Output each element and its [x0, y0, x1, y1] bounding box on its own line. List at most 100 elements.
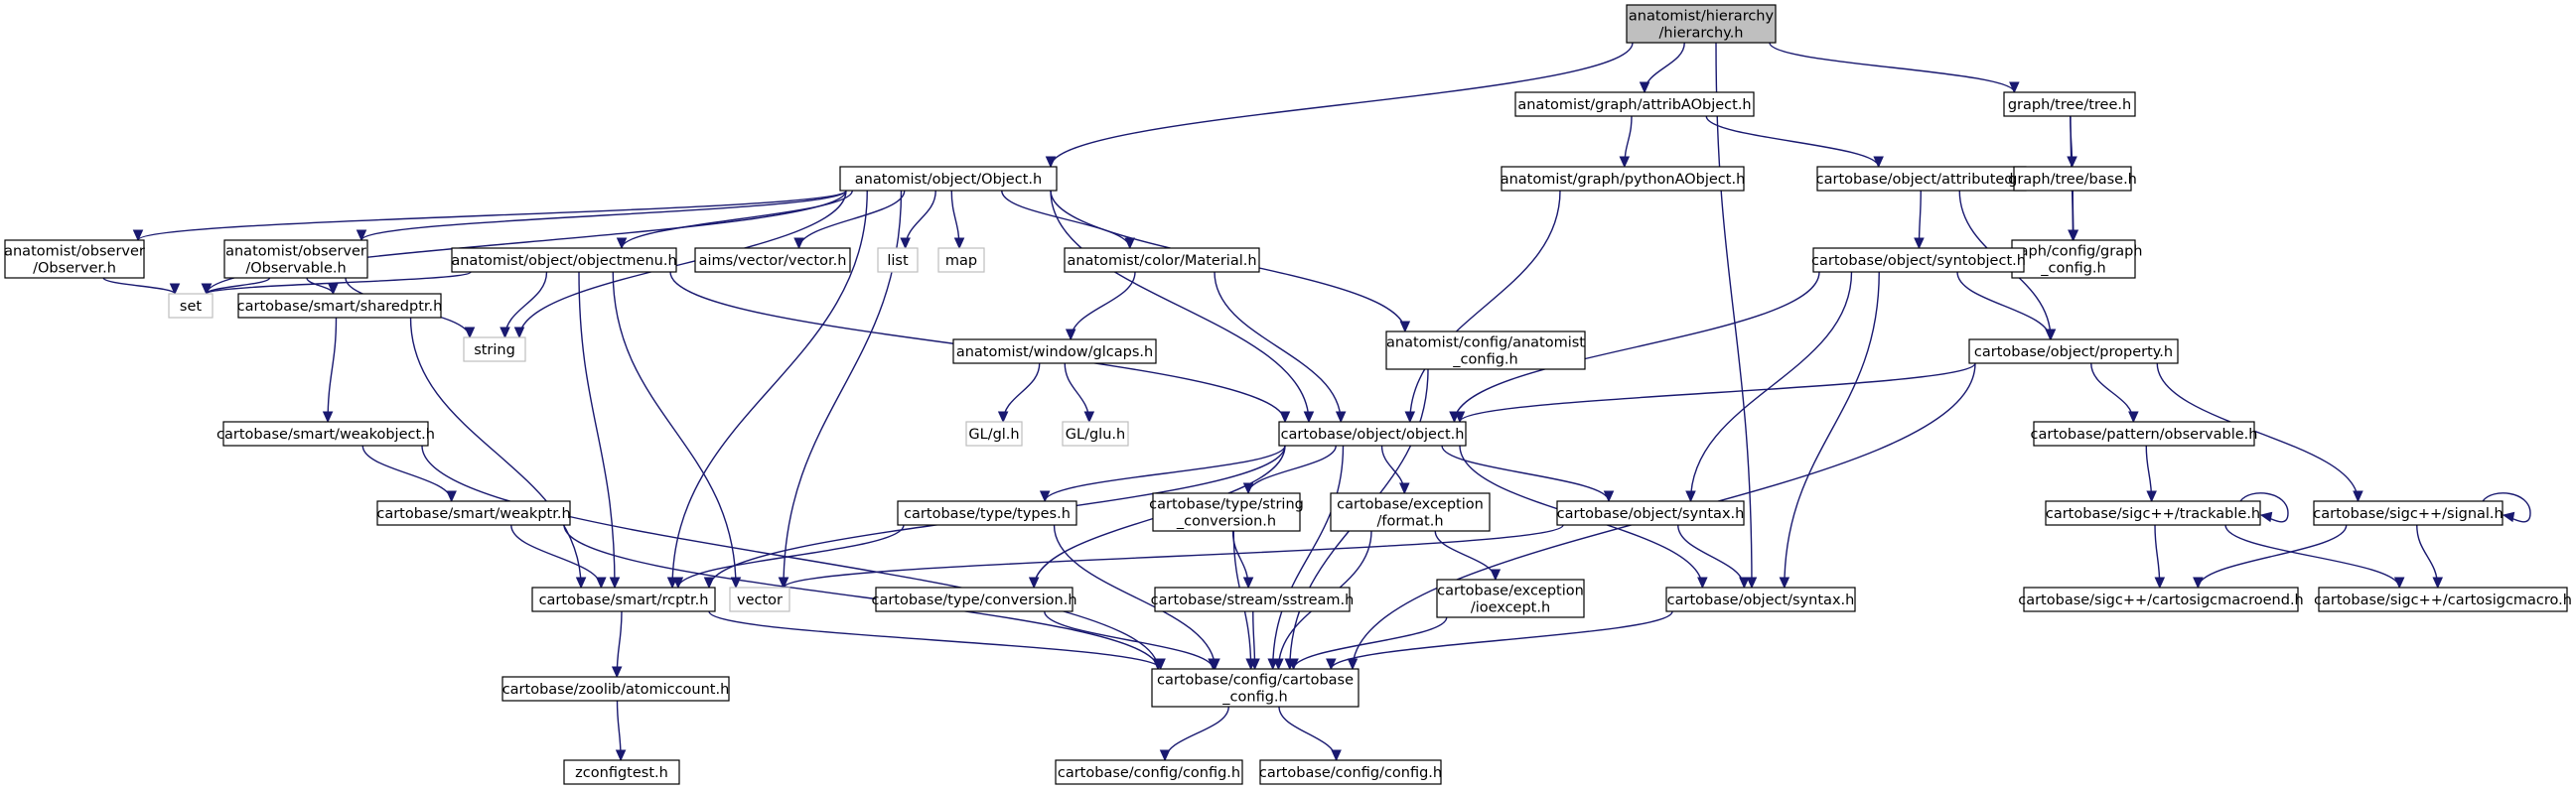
node-macroend[interactable]: cartobase/sigc++/cartosigcmacroend.h — [2018, 587, 2304, 612]
edge-root-to-object — [1045, 42, 1634, 169]
edge-syntax1-to-vector — [778, 524, 1564, 590]
node-label: string — [474, 342, 515, 358]
node-label: anatomist/observer — [4, 244, 145, 260]
edge-excformat-to-ioexcept — [1434, 530, 1502, 582]
node-cbconfig[interactable]: cartobase/config/cartobase_config.h — [1151, 668, 1360, 708]
node-observer[interactable]: anatomist/observer/Observer.h — [4, 239, 145, 279]
node-objectmenu[interactable]: anatomist/object/objectmenu.h — [451, 247, 677, 273]
node-label: cartobase/sigc++/signal.h — [2313, 506, 2503, 522]
node-syntax2[interactable]: cartobase/object/syntax.h — [1665, 587, 1856, 612]
node-syntobject[interactable]: cartobase/object/syntobject.h — [1811, 247, 2026, 273]
node-box — [952, 338, 1157, 364]
node-treebase[interactable]: graph/tree/base.h — [2008, 166, 2137, 192]
edge-syntax1-to-syntax2 — [1677, 524, 1750, 590]
node-object[interactable]: anatomist/object/Object.h — [839, 166, 1058, 192]
edge-objectmenu-to-set — [201, 271, 472, 296]
node-label: /format.h — [1376, 514, 1443, 530]
node-syntax1[interactable]: cartobase/object/syntax.h — [1556, 500, 1745, 526]
node-material[interactable]: anatomist/color/Material.h — [1064, 247, 1260, 273]
node-label: vector — [737, 593, 783, 608]
node-weakptr[interactable]: cartobase/smart/weakptr.h — [376, 500, 571, 526]
node-map[interactable]: map — [937, 247, 985, 273]
node-set[interactable]: set — [168, 293, 214, 319]
node-attribAObject[interactable]: anatomist/graph/attribAObject.h — [1514, 91, 1755, 117]
node-glcaps[interactable]: anatomist/window/glcaps.h — [952, 338, 1157, 364]
edge-sstream-to-cbconfig — [1249, 610, 1260, 671]
node-label: cartobase/smart/weakobject.h — [216, 427, 435, 443]
node-root[interactable]: anatomist/hierarchy/hierarchy.h — [1626, 4, 1777, 44]
edge-object-to-vectorh — [793, 190, 906, 250]
edge-cbconfig-to-config2 — [1278, 706, 1342, 762]
node-config1[interactable]: cartobase/config/config.h — [1055, 759, 1243, 785]
node-rcptr[interactable]: cartobase/smart/rcptr.h — [531, 587, 716, 612]
node-box — [168, 293, 214, 319]
node-pythonAObject[interactable]: anatomist/graph/pythonAObject.h — [1501, 166, 1746, 192]
node-label: cartobase/type/string — [1149, 497, 1304, 513]
node-signal[interactable]: cartobase/sigc++/signal.h — [2313, 500, 2504, 526]
node-list[interactable]: list — [877, 247, 919, 273]
edge-glcaps-to-gl — [997, 362, 1041, 424]
edge-signal-to-signal — [2482, 492, 2531, 523]
node-weakobject[interactable]: cartobase/smart/weakobject.h — [216, 421, 435, 447]
node-box — [2013, 166, 2132, 192]
edge-weakobject-to-weakptr — [361, 445, 457, 503]
node-graphconfig[interactable]: graph/config/graph_config.h — [2004, 239, 2143, 279]
node-vectorh[interactable]: aims/vector/vector.h — [694, 247, 851, 273]
node-trackable[interactable]: cartobase/sigc++/trackable.h — [2045, 500, 2261, 526]
node-config2[interactable]: cartobase/config/config.h — [1259, 759, 1442, 785]
edge-root-to-syntax2 — [1715, 42, 1758, 590]
node-sstream[interactable]: cartobase/stream/sstream.h — [1151, 587, 1355, 612]
node-attributed[interactable]: cartobase/object/attributed.h — [1816, 166, 2028, 192]
node-cobject[interactable]: cartobase/object/object.h — [1278, 421, 1467, 447]
edge-material-to-glcaps — [1065, 271, 1136, 341]
node-observable[interactable]: anatomist/observer/Observable.h — [223, 239, 368, 279]
node-label: _config.h — [2040, 261, 2105, 277]
nodes: anatomist/hierarchy/hierarchy.h anatomist… — [4, 4, 2572, 785]
node-tree[interactable]: graph/tree/tree.h — [2003, 91, 2136, 117]
node-box — [1062, 421, 1129, 447]
node-stringconv[interactable]: cartobase/type/string_conversion.h — [1149, 492, 1304, 532]
node-string[interactable]: string — [463, 336, 526, 362]
edge-pythonAObject-to-cobject — [1404, 190, 1561, 424]
edge-root-to-attribAObject — [1639, 42, 1685, 94]
edge-signal-to-macro — [2416, 524, 2444, 590]
edge-observable-to-sharedptr — [306, 277, 339, 296]
node-gl[interactable]: GL/gl.h — [965, 421, 1023, 447]
edge-cbconfig-to-config1 — [1159, 706, 1229, 762]
node-sharedptr[interactable]: cartobase/smart/sharedptr.h — [237, 293, 443, 319]
edge-syntax2-to-cbconfig — [1326, 610, 1673, 671]
node-ioexcept[interactable]: cartobase/exception/ioexcept.h — [1436, 579, 1585, 618]
node-box — [2003, 91, 2136, 117]
node-box — [1259, 759, 1442, 785]
node-box — [1278, 421, 1467, 447]
node-box — [1968, 338, 2179, 364]
node-box — [451, 247, 677, 273]
node-atomic[interactable]: cartobase/zoolib/atomiccount.h — [501, 676, 730, 702]
node-box — [694, 247, 851, 273]
edge-property-to-cobject — [1454, 362, 1976, 424]
node-label: anatomist/color/Material.h — [1067, 253, 1256, 269]
node-label: anatomist/config/anatomist — [1386, 335, 1585, 351]
node-property[interactable]: cartobase/object/property.h — [1968, 338, 2179, 364]
node-observableh[interactable]: cartobase/pattern/observable.h — [2031, 421, 2258, 447]
node-macro[interactable]: cartobase/sigc++/cartosigcmacro.h — [2314, 587, 2572, 612]
node-types[interactable]: cartobase/type/types.h — [897, 500, 1077, 526]
node-anatconfig[interactable]: anatomist/config/anatomist_config.h — [1385, 330, 1586, 370]
node-label: anatomist/object/objectmenu.h — [451, 253, 676, 269]
node-vector[interactable]: vector — [729, 587, 790, 612]
edge-glcaps-to-glu — [1064, 362, 1095, 424]
edge-object-to-list — [900, 190, 936, 250]
node-zconfig[interactable]: zconfigtest.h — [563, 759, 680, 785]
node-label: /Observer.h — [33, 261, 116, 277]
edge-objectmenu-to-vector — [612, 271, 742, 590]
node-label: cartobase/object/property.h — [1974, 344, 2173, 360]
edge-observer-to-set — [102, 277, 181, 296]
edge-cobject-to-excformat — [1380, 445, 1410, 495]
node-box — [1665, 587, 1856, 612]
node-glu[interactable]: GL/glu.h — [1062, 421, 1129, 447]
node-box — [1055, 759, 1243, 785]
edge-atomic-to-zconfig — [615, 700, 627, 762]
node-excformat[interactable]: cartobase/exception/format.h — [1330, 492, 1491, 532]
node-conversion[interactable]: cartobase/type/conversion.h — [871, 587, 1077, 612]
